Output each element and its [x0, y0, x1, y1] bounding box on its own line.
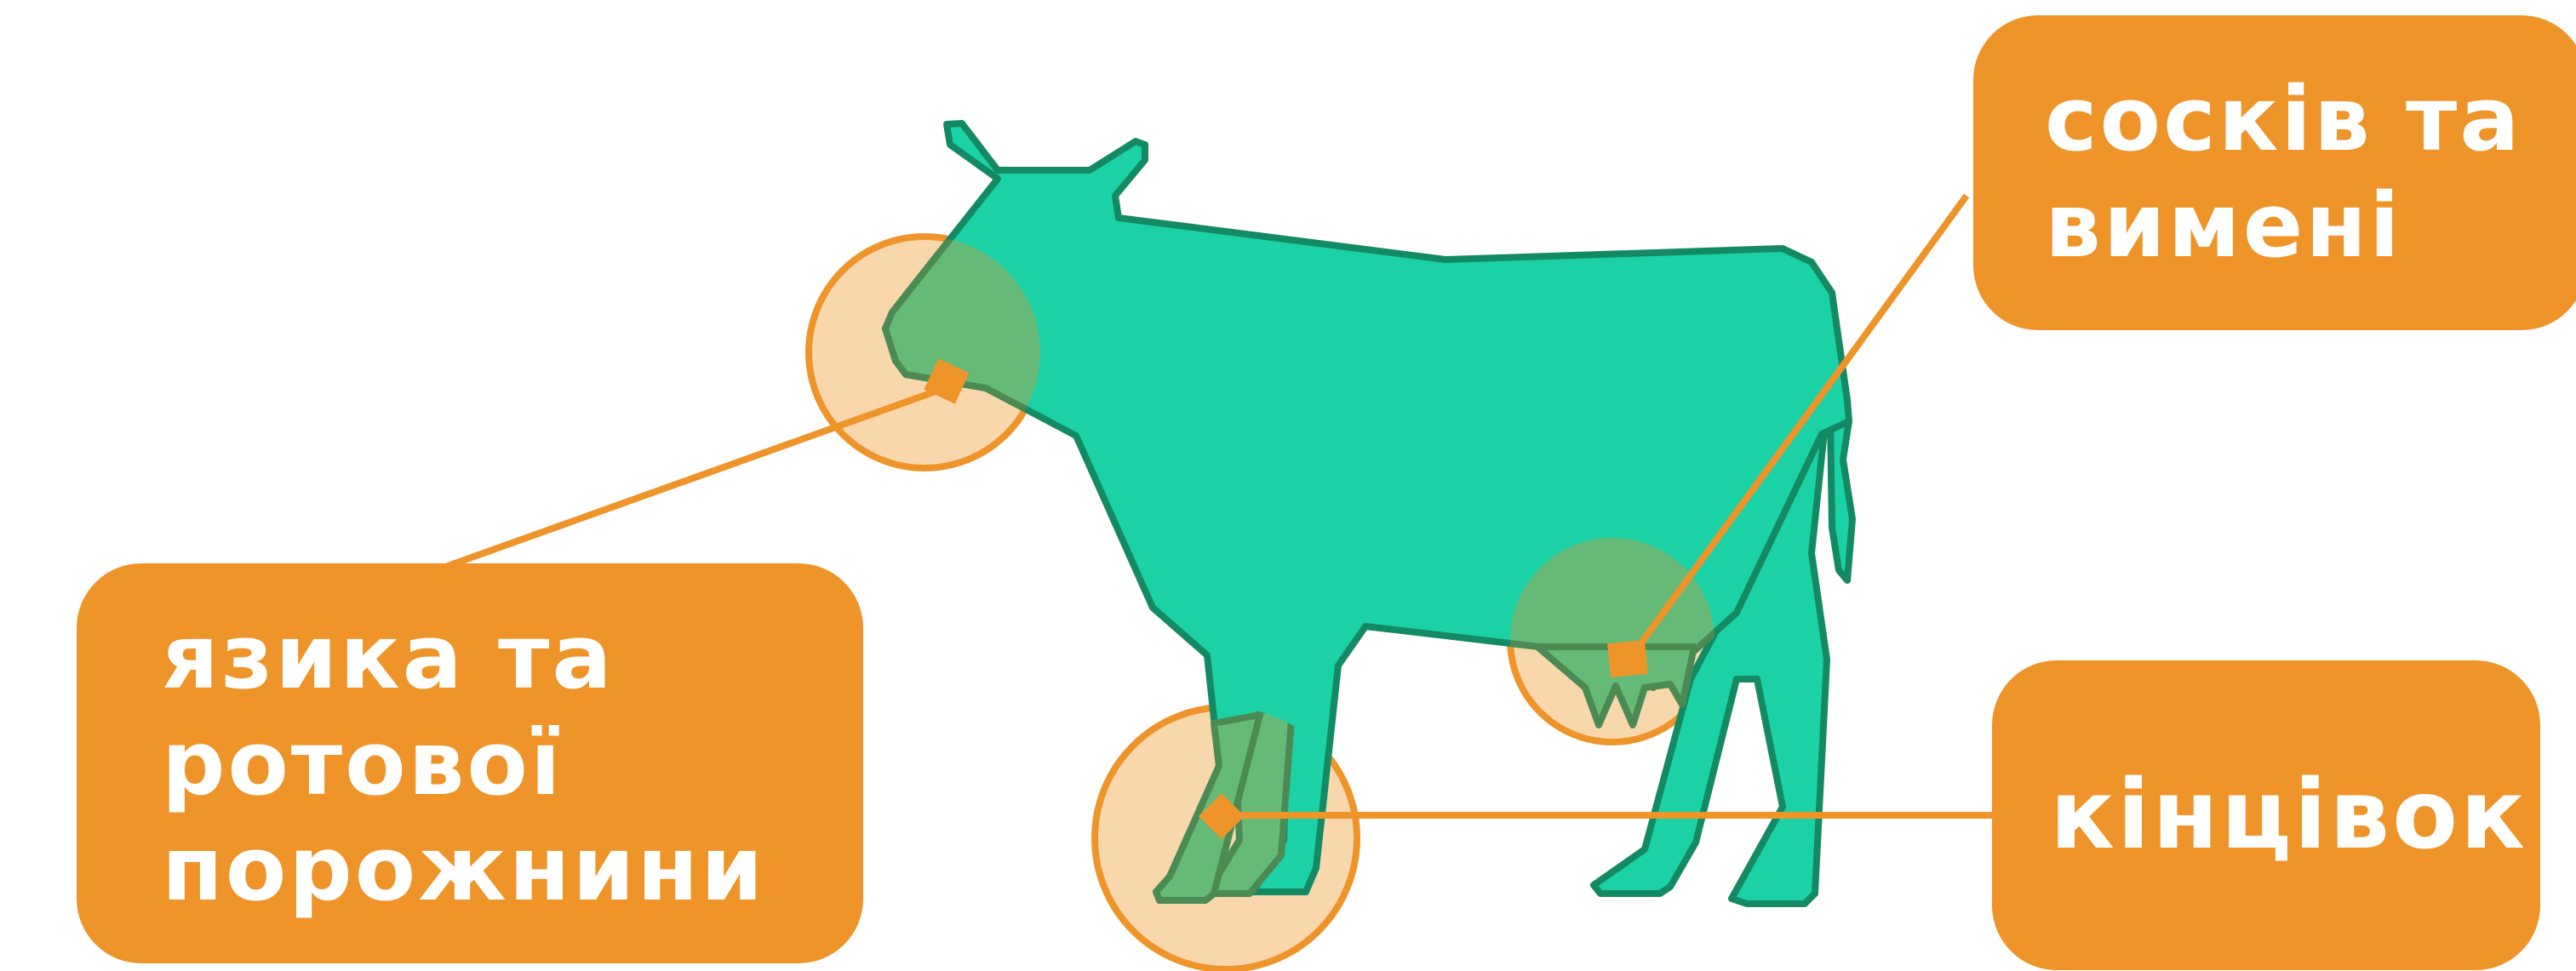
limbs-label-line-1: кінцівок: [2050, 759, 2528, 871]
limbs-label-box: кінцівок: [1992, 660, 2540, 970]
udder-marker: [1607, 639, 1648, 678]
udder-overlap: [1510, 538, 1714, 742]
udder-label-line-2: вимені: [2045, 174, 2402, 277]
cow-tail: [1827, 414, 1856, 584]
udder-label-box: сосків та вимені: [1973, 15, 2576, 330]
mouth-label-box: язика та ротової порожнини: [77, 563, 863, 963]
mouth-label-line-1: язика та: [162, 604, 615, 709]
udder-pointer-line: [1628, 193, 1970, 660]
udder-label-line-1: сосків та: [2045, 67, 2522, 172]
cow-silhouette: [882, 120, 1856, 907]
mouth-label-line-3: порожнини: [162, 817, 766, 922]
mouth-pointer-line: [446, 385, 947, 569]
mouth-marker: [924, 358, 970, 404]
mouth-label-line-2: ротової: [162, 711, 564, 815]
cow-body: [882, 120, 1852, 904]
